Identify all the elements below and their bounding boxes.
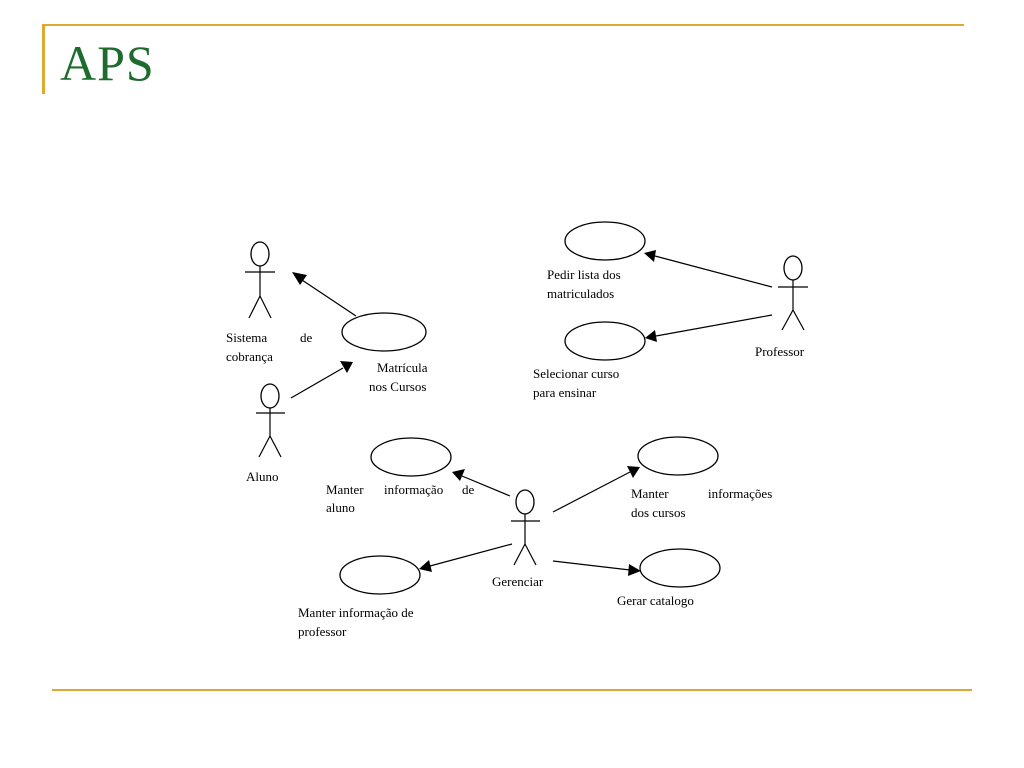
use-case-label: Manter informação de: [298, 605, 414, 620]
actor-gerenciar: Gerenciar: [492, 489, 544, 589]
use-case-selecionar-curso: Selecionar curso para ensinar: [533, 321, 646, 400]
actor-professor: Professor: [755, 255, 808, 359]
use-case-ellipse: [639, 548, 721, 588]
use-case-label: Matrícula: [377, 360, 428, 375]
use-case-label: professor: [298, 624, 347, 639]
arrowhead-icon: [340, 361, 353, 373]
use-case-label: matriculados: [547, 286, 614, 301]
association-gerenciar-to-manter-professor: [419, 543, 513, 572]
use-case-manter-aluno: Manter informação de aluno: [326, 437, 475, 515]
use-case-manter-professor: Manter informação de professor: [298, 555, 421, 639]
slide-title: APS: [60, 35, 155, 91]
use-case-gerar-catalogo: Gerar catalogo: [617, 548, 721, 608]
stick-figure-icon: [778, 255, 808, 331]
use-case-label: Pedir lista dos: [547, 267, 621, 282]
arrowhead-icon: [627, 466, 640, 478]
use-case-label: de: [462, 482, 475, 497]
use-case-matricula: Matrícula nos Cursos: [341, 312, 428, 394]
arrowhead-icon: [644, 250, 656, 262]
use-case-ellipse: [370, 437, 452, 477]
actor-label: Gerenciar: [492, 574, 544, 589]
association-professor-to-pedir-lista: [644, 250, 773, 288]
use-case-ellipse: [637, 436, 719, 476]
use-case-manter-cursos: Manter informações dos cursos: [631, 436, 772, 520]
use-case-label: Manter: [631, 486, 669, 501]
actor-label: Sistema: [226, 330, 267, 345]
top-rule: [42, 24, 964, 26]
arrowhead-icon: [292, 272, 307, 285]
use-case-pedir-lista: Pedir lista dos matriculados: [547, 221, 646, 301]
use-case-ellipse: [564, 221, 646, 261]
use-case-label: aluno: [326, 500, 355, 515]
actor-label: de: [300, 330, 313, 345]
use-case-label: Manter: [326, 482, 364, 497]
bottom-rule: [52, 689, 972, 691]
arrowhead-icon: [645, 330, 657, 342]
use-case-label: informações: [708, 486, 772, 501]
use-case-ellipse: [564, 321, 646, 361]
arrowhead-icon: [419, 560, 432, 572]
title-accent-bar: [42, 24, 45, 94]
stick-figure-icon: [245, 241, 275, 319]
stick-figure-icon: [256, 383, 285, 458]
use-case-ellipse: [341, 312, 427, 352]
stick-figure-icon: [511, 489, 540, 566]
use-case-label: dos cursos: [631, 505, 686, 520]
use-case-label: para ensinar: [533, 385, 597, 400]
arrowhead-icon: [452, 469, 465, 481]
association-aluno-to-matricula: [290, 361, 353, 399]
actor-label: Professor: [755, 344, 805, 359]
use-case-label: nos Cursos: [369, 379, 426, 394]
actor-label: cobrança: [226, 349, 273, 364]
association-gerenciar-to-manter-aluno: [452, 469, 511, 497]
actor-aluno: Aluno: [246, 383, 285, 484]
use-case-label: informação: [384, 482, 443, 497]
actor-label: Aluno: [246, 469, 279, 484]
arrowhead-icon: [628, 564, 641, 576]
association-professor-to-selecionar: [645, 314, 773, 342]
association-gerenciar-to-gerar-catalogo: [552, 560, 641, 576]
actor-sistema-cobranca: Sistema de cobrança: [226, 241, 313, 364]
use-case-label: Selecionar curso: [533, 366, 619, 381]
association-matricula-to-sistema: [292, 272, 357, 317]
use-case-ellipse: [339, 555, 421, 595]
association-gerenciar-to-manter-cursos: [552, 466, 640, 513]
use-case-label: Gerar catalogo: [617, 593, 694, 608]
